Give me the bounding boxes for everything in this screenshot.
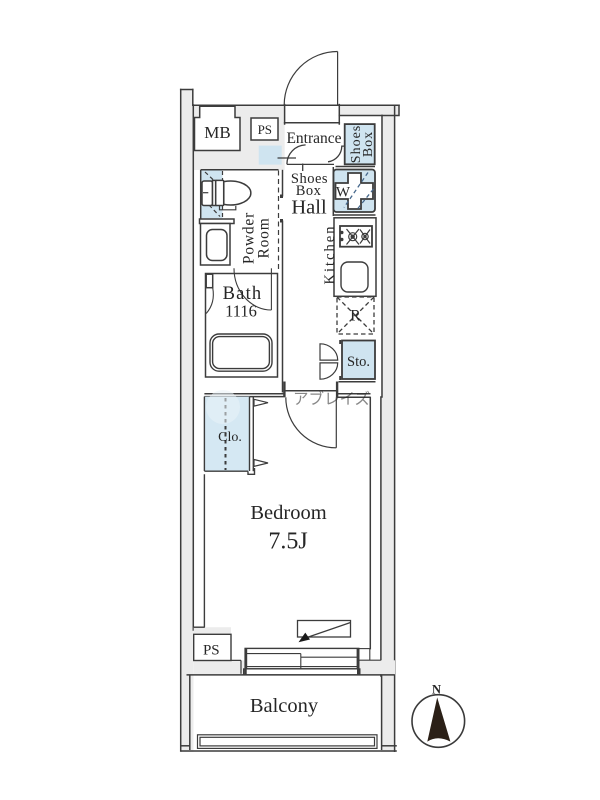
svg-text:Bath: Bath — [223, 284, 263, 304]
svg-text:Shoes: Shoes — [349, 125, 364, 163]
svg-text:Shoes: Shoes — [291, 171, 328, 187]
svg-text:Box: Box — [296, 183, 322, 199]
svg-text:Room: Room — [256, 217, 273, 258]
svg-text:Entrance: Entrance — [286, 130, 341, 147]
svg-text:Powder: Powder — [241, 212, 258, 264]
svg-text:Box: Box — [361, 131, 376, 157]
svg-text:1116: 1116 — [225, 302, 257, 321]
svg-text:Balcony: Balcony — [250, 695, 319, 717]
svg-text:7.5J: 7.5J — [268, 529, 307, 555]
svg-text:Bedroom: Bedroom — [250, 502, 326, 524]
svg-text:W: W — [336, 185, 351, 201]
svg-text:N: N — [432, 683, 441, 697]
svg-text:Kitchen: Kitchen — [322, 225, 338, 285]
svg-text:R: R — [350, 308, 361, 325]
svg-text:Sto.: Sto. — [347, 354, 370, 370]
svg-text:MB: MB — [204, 123, 230, 142]
svg-text:PS: PS — [203, 643, 220, 659]
svg-text:Clo.: Clo. — [218, 430, 242, 445]
svg-text:Hall: Hall — [291, 197, 327, 219]
svg-text:PS: PS — [258, 122, 272, 137]
svg-text:アブレイズ: アブレイズ — [293, 389, 370, 408]
